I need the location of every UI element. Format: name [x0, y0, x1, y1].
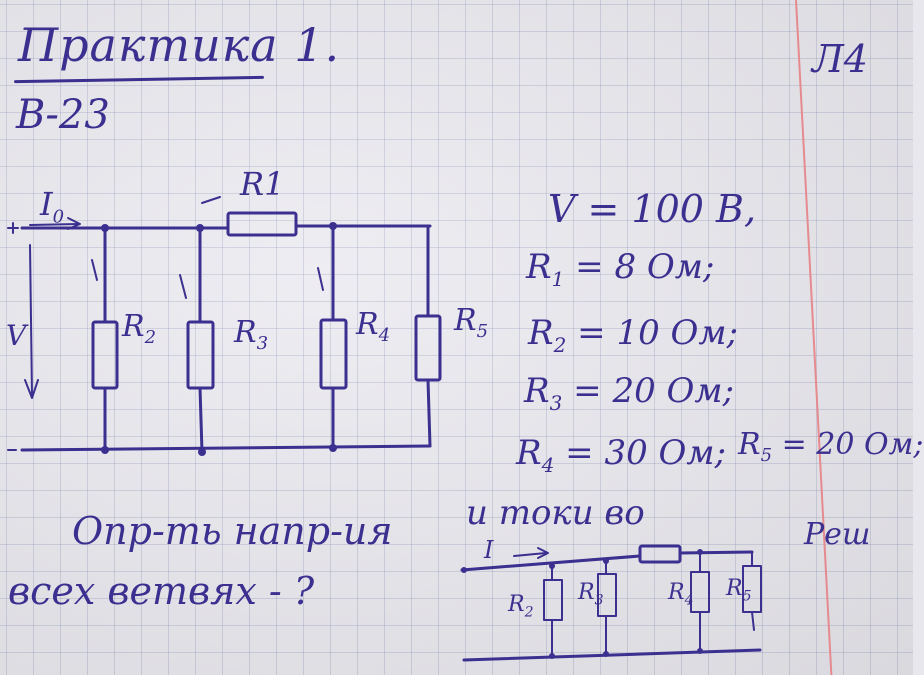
r3-label: R3 — [234, 318, 268, 353]
given-r2-value: = 10 Ом; — [566, 313, 739, 353]
junction-dot — [101, 224, 109, 232]
small-r3-sub: 3 — [594, 592, 604, 609]
small-r3-base: R — [578, 580, 595, 605]
small-top-wire — [460, 554, 642, 572]
junction-dot — [549, 563, 555, 569]
i0-arrow-head — [67, 217, 81, 230]
r2-current-arrow — [91, 259, 98, 281]
r2-label-base: R — [122, 309, 145, 344]
resistor-r5 — [414, 314, 442, 382]
r3-wire-bottom — [198, 386, 204, 454]
junction-dot — [549, 653, 555, 659]
given-r5-base: R — [738, 427, 761, 462]
small-r4-sub: 4 — [684, 592, 694, 609]
junction-dot — [697, 648, 703, 654]
small-r2-base: R — [508, 592, 525, 617]
r4-label-sub: 4 — [378, 325, 391, 346]
given-r3-sub: 3 — [549, 390, 563, 415]
given-r4-base: R — [516, 433, 542, 473]
task-line-1b: и токи во — [466, 493, 645, 533]
resistor-r3 — [186, 320, 215, 390]
variant-label: В-23 — [16, 92, 110, 138]
r3-label-base: R — [234, 315, 257, 350]
junction-dot — [697, 549, 703, 555]
given-r2-base: R — [528, 313, 554, 353]
junction-dot — [329, 222, 337, 230]
junction-dot — [461, 567, 467, 573]
small-resistor-r2 — [543, 579, 563, 621]
small-r3-label: R3 — [578, 580, 604, 609]
voltage-arrow-line — [29, 244, 33, 396]
r4-label: R4 — [356, 310, 390, 345]
junction-dot — [198, 448, 206, 456]
small-r2-label: R2 — [508, 592, 534, 621]
small-r2-sub: 2 — [524, 604, 534, 621]
given-r5-sub: 5 — [760, 445, 773, 466]
junction-dot — [101, 446, 109, 454]
r1-label: R1 — [240, 165, 285, 203]
current-label-base: I — [40, 185, 53, 223]
r3-label-sub: 3 — [256, 333, 269, 354]
given-r1-base: R — [526, 247, 552, 287]
r4-label-base: R — [356, 307, 379, 342]
r2-label: R2 — [122, 312, 156, 347]
page-number: Л4 — [812, 37, 868, 81]
given-voltage: V = 100 B, — [548, 187, 757, 231]
voltage-arrow-head — [24, 379, 39, 399]
i0-arrow-line — [29, 223, 79, 226]
current-label: I0 — [40, 188, 64, 226]
small-r4-base: R — [668, 580, 685, 605]
resistor-r4 — [319, 318, 348, 390]
page-title: Практика 1. — [18, 18, 341, 72]
r5-label-base: R — [454, 303, 477, 338]
r5-label-sub: 5 — [476, 321, 489, 342]
small-r5-base: R — [726, 576, 743, 601]
r2-label-sub: 2 — [144, 327, 157, 348]
r5-label: R5 — [454, 306, 488, 341]
given-r4-sub: 4 — [541, 452, 555, 477]
junction-dot — [603, 558, 609, 564]
junction-dot — [603, 651, 609, 657]
junction-dot — [196, 224, 204, 232]
small-current-label: I — [484, 536, 494, 564]
current-label-sub: 0 — [52, 206, 65, 228]
small-top-wire-right — [678, 550, 754, 555]
given-r3: R3 = 20 Ом; — [524, 374, 734, 413]
voltage-label: V — [6, 319, 27, 352]
given-r4: R4 = 30 Ом; — [516, 436, 726, 475]
task-line-2: всех ветвях - ? — [8, 569, 315, 613]
r1-current-arrow — [201, 196, 221, 204]
small-bottom-wire — [462, 648, 762, 662]
small-resistor-r4 — [690, 571, 710, 613]
small-resistor-r1 — [638, 544, 682, 564]
given-r3-value: = 20 Ом; — [562, 371, 735, 411]
given-r4-value: = 30 Ом; — [554, 433, 727, 473]
small-r4-label: R4 — [668, 580, 694, 609]
given-r5: R5 = 20 Ом; — [738, 430, 924, 465]
given-r1-sub: 1 — [551, 266, 565, 291]
given-r1: R1 = 8 Ом; — [526, 250, 714, 289]
small-arrow-line — [513, 552, 547, 557]
bottom-wire — [20, 444, 432, 452]
small-r5-label: R5 — [726, 576, 752, 605]
given-r2-sub: 2 — [553, 332, 567, 357]
given-r3-base: R — [524, 371, 550, 411]
small-arrow-head — [537, 547, 549, 559]
junction-dot — [329, 444, 337, 452]
r5-wire-bottom — [426, 378, 432, 448]
given-r2: R2 = 10 Ом; — [528, 316, 738, 355]
solution-label: Реш — [804, 517, 871, 552]
small-r5-sub: 5 — [742, 588, 752, 605]
small-r5-wire — [751, 611, 755, 631]
resistor-r2 — [91, 320, 119, 390]
r4-current-arrow — [317, 267, 324, 291]
given-r1-value: = 8 Ом; — [564, 247, 715, 287]
given-r5-value: = 20 Ом; — [772, 427, 924, 462]
r3-current-arrow — [179, 274, 187, 299]
task-line-1: Опр-ть напр-ия — [72, 509, 393, 553]
resistor-r1 — [226, 211, 298, 237]
